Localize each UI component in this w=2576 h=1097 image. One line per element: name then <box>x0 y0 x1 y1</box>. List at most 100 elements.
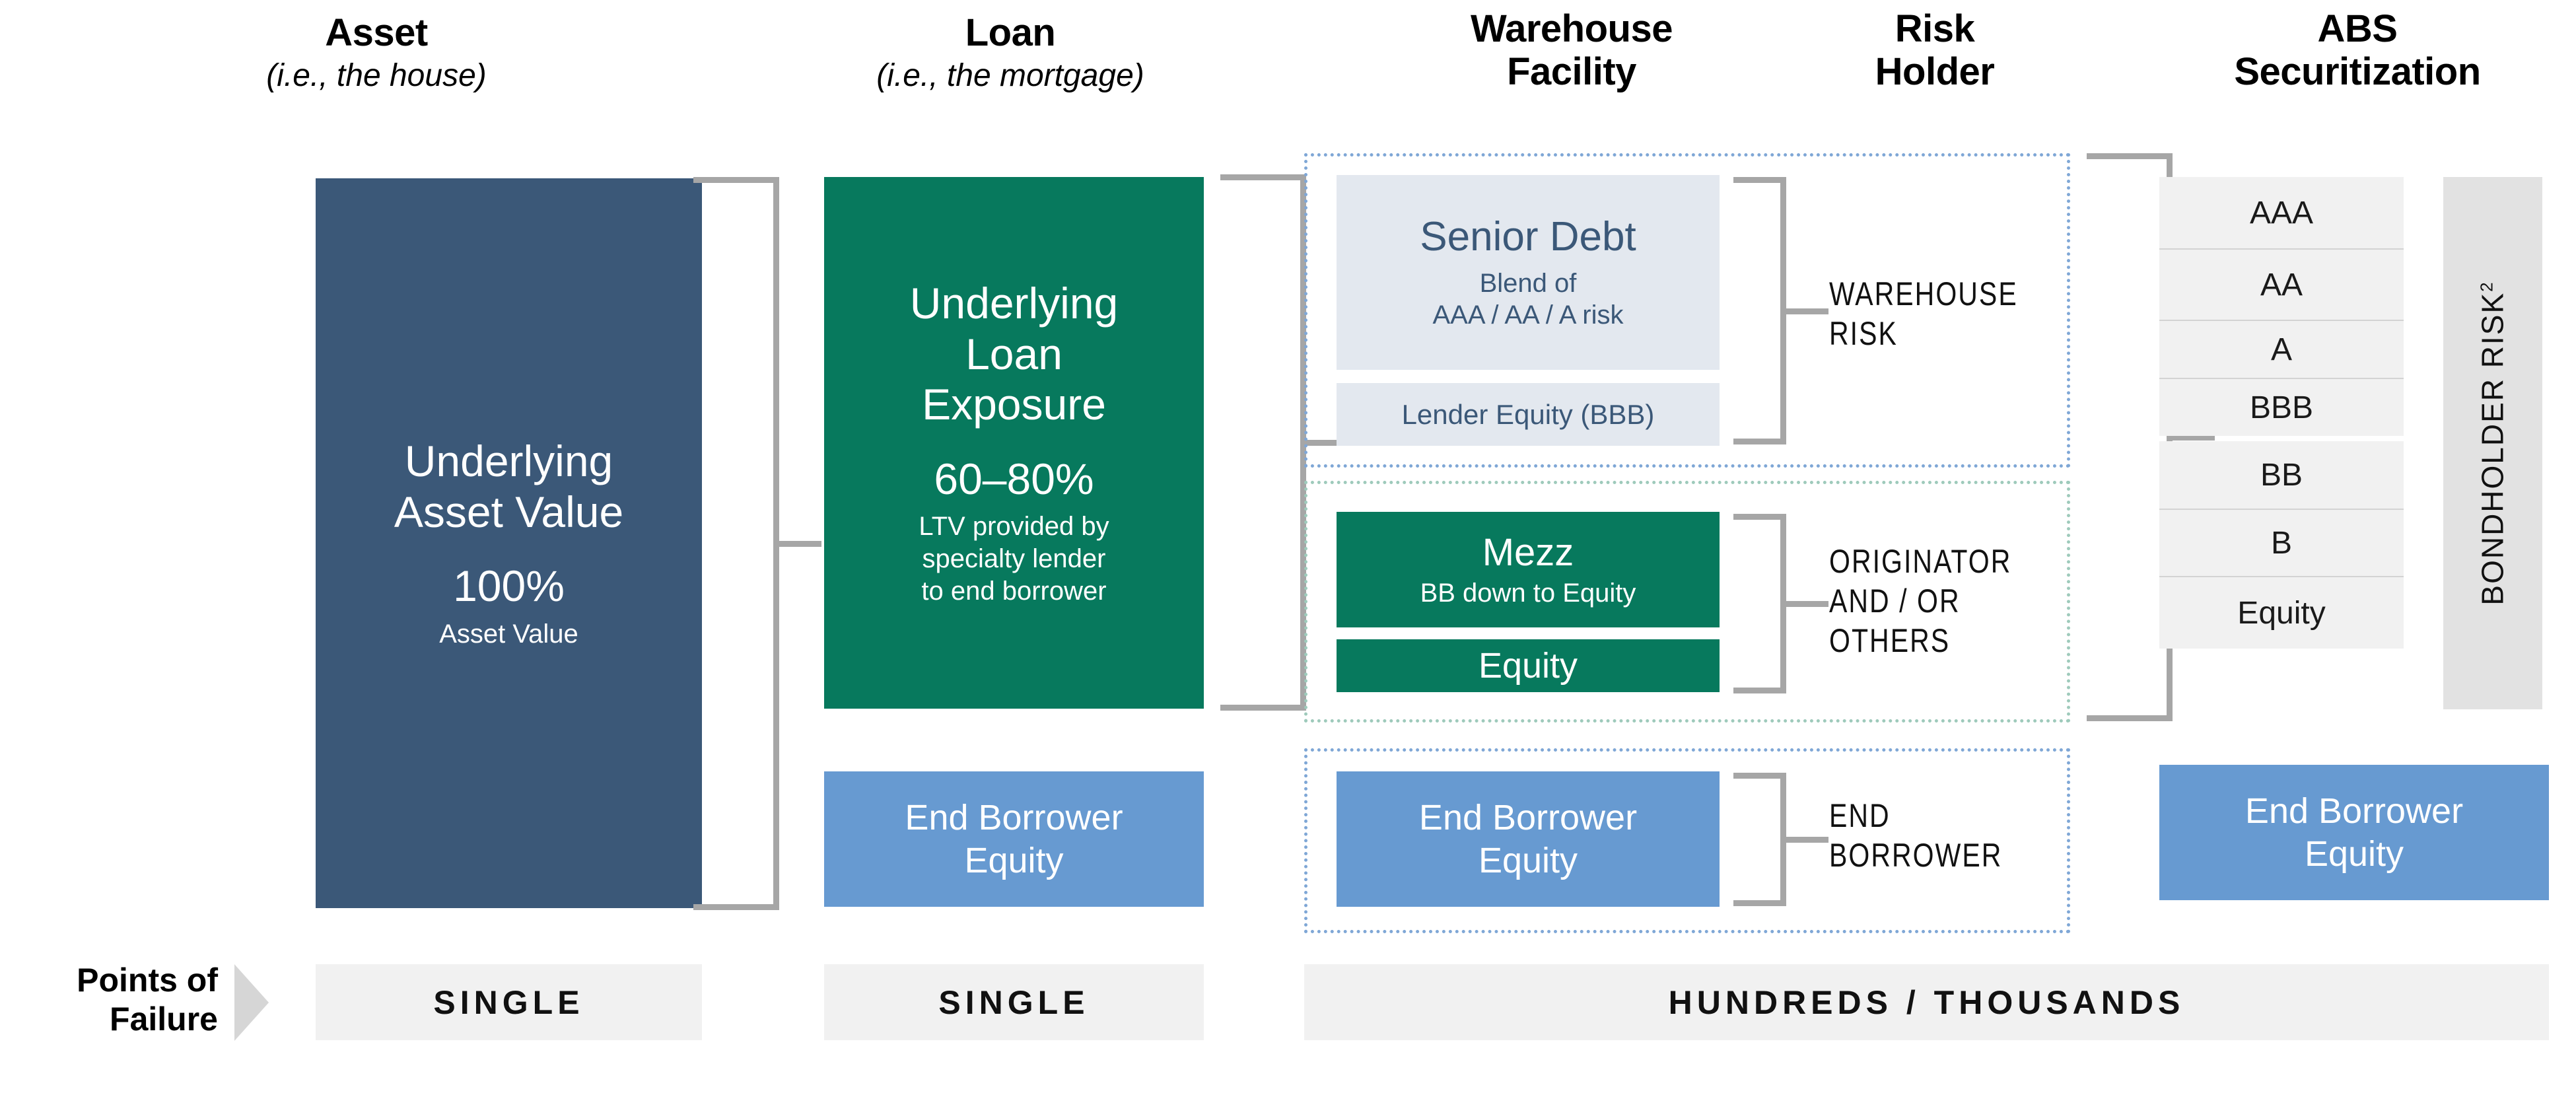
abs-tranche-label: BBB <box>2249 390 2314 425</box>
risk-holder-warehouse-risk: WAREHOUSE RISK <box>1829 274 2018 353</box>
column-title-warehouse-line1: Warehouse <box>1471 7 1673 50</box>
points-of-failure-label: Points of Failure <box>13 961 218 1039</box>
bondholder-risk-strip: BONDHOLDER RISK2 <box>2443 177 2542 709</box>
column-title-asset: Asset <box>325 11 428 54</box>
loan-exposure-percent: 60–80% <box>934 454 1094 503</box>
abs-tranche-label: A <box>2270 332 2292 367</box>
loan-end-borrower-equity-box: End Borrower Equity <box>824 771 1204 907</box>
column-header-warehouse-facility: Warehouse Facility <box>1367 7 1776 94</box>
column-subtitle-loan: (i.e., the mortgage) <box>876 57 1144 93</box>
loan-end-borrower-line2: Equity <box>964 840 1064 880</box>
warehouse-end-borrower-line1: End Borrower <box>1418 797 1638 837</box>
mezz-subtitle: BB down to Equity <box>1420 578 1636 608</box>
bracket-tick <box>1306 440 1348 446</box>
bracket-tick <box>1786 308 1828 314</box>
bracket-end-borrower <box>1733 773 1828 906</box>
points-of-failure-loan-bar: SINGLE <box>824 964 1204 1040</box>
bracket-asset-to-loan <box>693 177 821 910</box>
senior-debt-box: Senior Debt Blend of AAA / AA / A risk <box>1337 175 1720 370</box>
abs-tranche-label: Equity <box>2237 595 2326 631</box>
bracket-arm-bottom <box>1220 705 1306 711</box>
loan-exposure-title-line1: Underlying <box>909 279 1119 328</box>
abs-tranche-stack: AAA AA A BBB BB B Equity <box>2159 177 2404 712</box>
risk-holder-originator-line1: ORIGINATOR <box>1829 543 2012 580</box>
bondholder-risk-label: BONDHOLDER RISK2 <box>2475 281 2511 605</box>
loan-exposure-box: Underlying Loan Exposure 60–80% LTV prov… <box>824 177 1204 709</box>
risk-holder-originator-line3: OTHERS <box>1829 622 1951 659</box>
bracket-spine <box>1300 174 1306 711</box>
bracket-arm-top <box>1220 174 1306 180</box>
bracket-tick <box>2173 435 2215 441</box>
abs-tranche-aa: AA <box>2159 248 2404 320</box>
abs-tranche-label: B <box>2270 525 2292 561</box>
risk-holder-end-borrower-line1: END <box>1829 797 1891 834</box>
bracket-spine <box>1780 514 1786 693</box>
points-of-failure-loan-value: SINGLE <box>938 983 1090 1021</box>
points-of-failure-asset-value: SINGLE <box>433 983 584 1021</box>
bracket-arm-top <box>1733 177 1786 183</box>
risk-holder-end-borrower-line2: BORROWER <box>1829 837 2003 874</box>
bracket-arm-bottom <box>693 904 779 910</box>
column-title-warehouse-line2: Facility <box>1507 50 1636 93</box>
abs-tranche-equity: Equity <box>2159 576 2404 649</box>
column-header-asset: Asset (i.e., the house) <box>251 11 502 94</box>
bracket-arm-bottom <box>2087 715 2173 721</box>
warehouse-end-borrower-equity-box: End Borrower Equity <box>1337 771 1720 907</box>
column-subtitle-asset: (i.e., the house) <box>266 57 487 93</box>
loan-exposure-title-line3: Exposure <box>922 380 1106 429</box>
warehouse-equity-box: Equity <box>1337 639 1720 692</box>
mezz-title: Mezz <box>1482 531 1574 575</box>
abs-tranche-b: B <box>2159 509 2404 576</box>
lender-equity-box: Lender Equity (BBB) <box>1337 383 1720 446</box>
abs-tranche-aaa: AAA <box>2159 177 2404 248</box>
bracket-tick <box>779 541 821 547</box>
bracket-tick <box>1786 837 1828 843</box>
loan-exposure-caption-line1: LTV provided by <box>919 512 1109 542</box>
abs-end-borrower-equity-box: End Borrower Equity <box>2159 765 2549 900</box>
points-of-failure-arrow-icon <box>234 964 269 1041</box>
bracket-arm-bottom <box>1733 439 1786 444</box>
warehouse-end-borrower-line2: Equity <box>1478 840 1578 880</box>
senior-debt-sub-line1: Blend of <box>1479 268 1577 298</box>
risk-holder-warehouse-risk-line1: WAREHOUSE <box>1829 275 2018 312</box>
loan-exposure-caption-line3: to end borrower <box>921 576 1107 606</box>
senior-debt-sub-line2: AAA / AA / A risk <box>1432 301 1624 330</box>
bracket-spine <box>1780 773 1786 906</box>
asset-value-percent: 100% <box>453 561 565 611</box>
warehouse-equity-label: Equity <box>1478 645 1578 686</box>
bracket-risk-holder-to-abs <box>2087 153 2215 721</box>
points-of-failure-label-line1: Points of <box>77 962 218 999</box>
bondholder-risk-text: BONDHOLDER RISK <box>2476 291 2510 606</box>
column-header-risk-holder: Risk Holder <box>1796 7 2073 94</box>
column-header-abs-securitization: ABS Securitization <box>2146 7 2569 94</box>
risk-holder-originator: ORIGINATOR AND / OR OTHERS <box>1829 542 2011 660</box>
abs-tranche-label: AA <box>2260 267 2303 302</box>
bracket-spine <box>2167 153 2173 721</box>
abs-tranche-label: AAA <box>2249 195 2314 230</box>
points-of-failure-asset-bar: SINGLE <box>316 964 702 1040</box>
senior-debt-title: Senior Debt <box>1420 213 1636 260</box>
bracket-originator <box>1733 514 1828 693</box>
asset-value-title-line2: Asset Value <box>394 487 624 536</box>
points-of-failure-warehouse-value: HUNDREDS / THOUSANDS <box>1668 983 2185 1021</box>
column-title-risk-holder-line2: Holder <box>1875 50 1995 93</box>
bracket-warehouse-risk <box>1733 177 1828 444</box>
risk-holder-originator-line2: AND / OR <box>1829 583 1961 619</box>
bracket-arm-top <box>1733 773 1786 779</box>
points-of-failure-warehouse-bar: HUNDREDS / THOUSANDS <box>1304 964 2549 1040</box>
risk-holder-end-borrower: END BORROWER <box>1829 796 2002 875</box>
column-header-loan: Loan (i.e., the mortgage) <box>822 11 1199 94</box>
loan-exposure-title-line2: Loan <box>965 329 1062 378</box>
bracket-arm-top <box>1733 514 1786 520</box>
loan-end-borrower-line1: End Borrower <box>905 797 1123 837</box>
bracket-spine <box>773 177 779 910</box>
loan-exposure-caption-line2: specialty lender <box>922 544 1106 574</box>
risk-holder-warehouse-risk-line2: RISK <box>1829 315 1898 352</box>
column-title-risk-holder-line1: Risk <box>1895 7 1975 50</box>
column-title-abs-line1: ABS <box>2317 7 2398 50</box>
bracket-arm-bottom <box>1733 688 1786 693</box>
bracket-loan-to-warehouse <box>1220 174 1348 711</box>
mezz-box: Mezz BB down to Equity <box>1337 512 1720 627</box>
bracket-arm-bottom <box>1733 900 1786 906</box>
warehouse-mezz-group-frame <box>1304 481 2070 723</box>
